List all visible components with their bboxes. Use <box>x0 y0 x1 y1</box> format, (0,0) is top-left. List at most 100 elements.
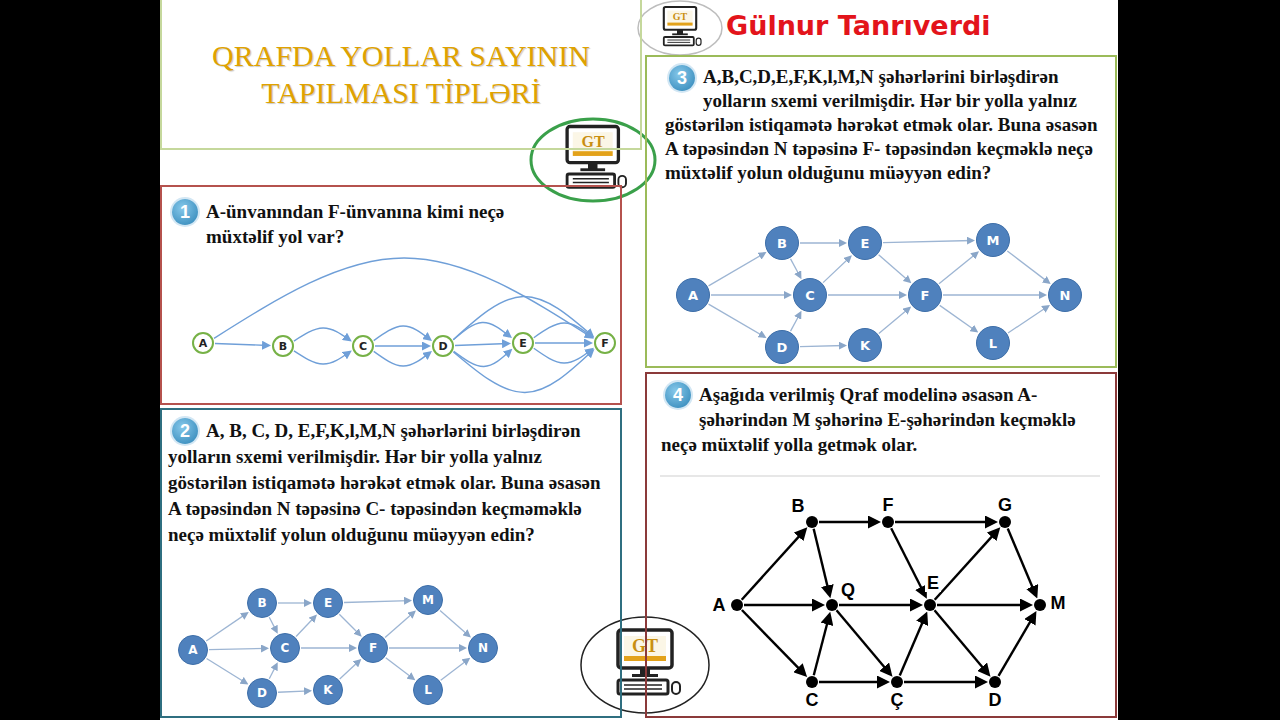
author-name: Gülnur Tanrıverdi <box>726 10 991 41</box>
graph-edge <box>535 342 590 343</box>
graph-edge <box>895 521 994 523</box>
vertex-label: Q <box>839 581 857 599</box>
vertex-label: D <box>438 341 447 352</box>
graph-edge <box>937 604 1029 606</box>
graph-edge <box>441 659 469 680</box>
vertex-label: C <box>281 642 290 654</box>
graph-vertex: A <box>731 599 743 611</box>
graph-vertex: C <box>270 633 300 663</box>
graph-edge <box>269 664 276 678</box>
graph-vertex: C <box>793 278 827 312</box>
vertex-label: K <box>323 684 332 696</box>
graph-vertex: M <box>1034 599 1046 611</box>
graph-vertex: D <box>765 330 799 364</box>
graph-edge <box>742 530 805 600</box>
graph-edge <box>791 313 801 331</box>
vertex-label: K <box>860 339 870 352</box>
vertex-label: M <box>422 594 434 606</box>
graph-edge <box>440 611 469 636</box>
graph-edge <box>800 242 845 243</box>
graph-edge <box>839 604 919 606</box>
title-text: QRAFDA YOLLAR SAYININ TAPILMASI TİPLƏRİ <box>211 37 591 112</box>
graph-vertex: E <box>313 588 343 618</box>
question-text: Aşağıda verilmiş Qraf modelinə əsasən A-… <box>661 382 1105 457</box>
graph-edge <box>301 647 355 648</box>
graph-vertex: N <box>1048 278 1082 312</box>
graph-edge <box>800 345 845 346</box>
graph-edge <box>837 610 890 673</box>
graph-vertex: G <box>999 516 1011 528</box>
graph-edge <box>879 255 910 282</box>
graph-edge <box>709 304 765 337</box>
vertex-label: A <box>711 596 728 614</box>
graph-vertex: E <box>512 332 534 354</box>
graph-vertex: F <box>594 332 616 354</box>
graph-edge <box>819 521 877 523</box>
graph-edge <box>939 253 977 284</box>
graph-edge <box>296 616 315 636</box>
callout-number: 2 <box>172 418 198 444</box>
graph-edge <box>385 612 414 637</box>
vertex-label: B <box>790 497 807 515</box>
graph-edge <box>900 615 926 676</box>
computer-logo <box>618 630 680 694</box>
graph-edge <box>386 658 414 679</box>
vertex-label: L <box>424 684 432 696</box>
question-text: A-ünvanından F-ünvanına kimi neçə müxtəl… <box>168 199 570 249</box>
graph-edge <box>278 691 310 692</box>
graph-edge <box>455 344 508 346</box>
graph-edge <box>269 617 276 631</box>
question-text: A, B, C, D, E,F,K,l,M,N şəhərlərini birl… <box>168 418 612 548</box>
graph-vertex: B <box>765 226 799 260</box>
vertex-label: F <box>601 338 609 349</box>
graph-edge <box>1007 251 1048 283</box>
graph-edge <box>744 604 821 606</box>
vertex-label: B <box>257 597 266 609</box>
graph-edge <box>943 294 1045 295</box>
graph-vertex: D <box>247 678 277 708</box>
graph-vertex: D <box>432 335 454 357</box>
vertex-label: N <box>1060 289 1071 302</box>
graph-vertex: A <box>676 278 710 312</box>
graph-vertex: B <box>806 516 818 528</box>
logo-badge <box>638 1 722 55</box>
graph-edge <box>814 529 830 595</box>
graph-edge <box>742 610 805 674</box>
callout-number: 3 <box>669 65 695 91</box>
graph-vertex: B <box>247 588 277 618</box>
graph-edge <box>891 528 925 595</box>
graph-edge <box>374 351 430 366</box>
vertex-label: N <box>478 642 488 654</box>
graph-vertex: A <box>192 332 214 354</box>
computer-logo <box>567 127 626 188</box>
vertex-label: B <box>777 237 787 250</box>
graph-vertex: B <box>272 335 294 357</box>
graph-vertex: M <box>413 585 443 615</box>
graph-vertex: Ç <box>891 676 903 688</box>
vertex-label: Ç <box>889 691 906 709</box>
title-box: QRAFDA YOLLAR SAYININ TAPILMASI TİPLƏRİ <box>160 0 642 150</box>
graph-edge <box>294 328 350 341</box>
graph-vertex: C <box>352 335 374 357</box>
graph-edge <box>711 294 790 295</box>
vertex-label: D <box>777 341 788 354</box>
vertex-label: L <box>989 337 997 350</box>
vertex-label: M <box>987 234 1000 247</box>
vertex-label: F <box>369 642 377 654</box>
vertex-label: A <box>199 338 208 349</box>
graph-vertex: E <box>924 599 936 611</box>
question-panel: 4Aşağıda verilmiş Qraf modelinə əsasən A… <box>645 372 1117 718</box>
question-text: A,B,C,D,E,F,K,l,M,N şəhərlərini birləşdi… <box>665 65 1107 185</box>
graph-edge <box>534 348 592 363</box>
graph-vertex: N <box>468 633 498 663</box>
graph-edge <box>935 610 988 673</box>
vertex-label: F <box>921 289 930 302</box>
graph-vertex: F <box>358 633 388 663</box>
logo-text: GT <box>581 134 604 150</box>
graph-vertex: K <box>848 328 882 362</box>
vertex-label: M <box>1049 594 1068 612</box>
graph-edge <box>453 351 592 393</box>
graph-edge <box>1008 306 1048 333</box>
graph-edge <box>904 681 984 683</box>
